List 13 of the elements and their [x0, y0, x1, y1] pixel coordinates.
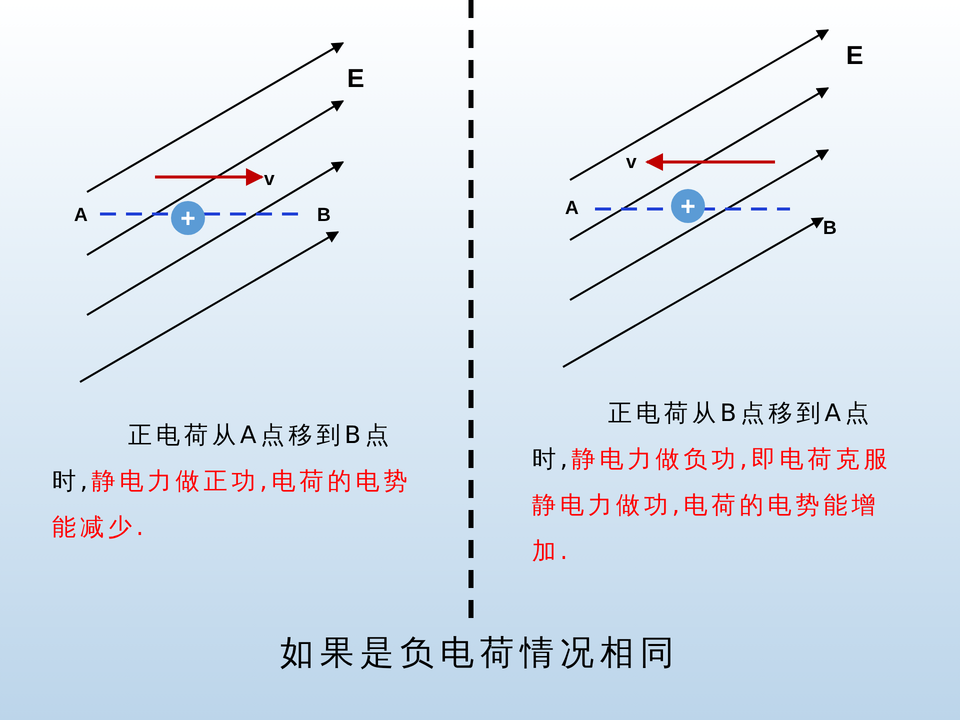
velocity-label: v [626, 153, 637, 172]
explanation-paragraph: 正电荷从A点移到B点时,静电力做正功,电荷的电势能减少. [52, 420, 412, 543]
explanation-paragraph: 正电荷从B点移到A点时,静电力做负功,即电荷克服静电力做功,电荷的电势能增加. [532, 398, 892, 567]
point-label: A [565, 199, 579, 218]
charge-circle: + [671, 189, 705, 223]
field-label: E [846, 42, 864, 68]
point-label: B [317, 206, 331, 225]
field-label: E [347, 65, 364, 91]
conclusion-text: 如果是负电荷情况相同 [279, 632, 681, 675]
charge-circle: + [171, 201, 205, 235]
point-label: A [74, 206, 88, 225]
velocity-label: v [264, 170, 275, 189]
point-label: B [823, 219, 837, 238]
